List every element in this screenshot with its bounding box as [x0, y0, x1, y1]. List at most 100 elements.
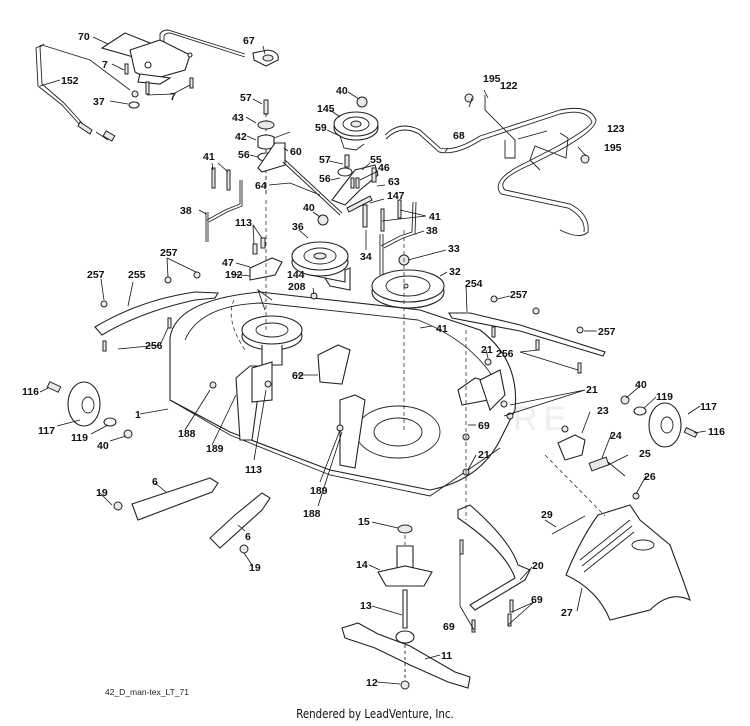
callout-40[interactable]: 40 — [336, 85, 348, 97]
callout-119[interactable]: 119 — [656, 391, 673, 403]
bracket-47[interactable] — [249, 237, 283, 281]
callout-43[interactable]: 43 — [232, 112, 244, 124]
lift-rod-152[interactable] — [35, 43, 131, 142]
callout-189[interactable]: 189 — [310, 485, 328, 497]
callout-23[interactable]: 23 — [597, 405, 609, 417]
callout-56[interactable]: 56 — [238, 149, 250, 161]
callout-42[interactable]: 42 — [235, 131, 247, 143]
hanger-6-right[interactable] — [209, 492, 271, 554]
deck-bracket-left[interactable] — [235, 361, 273, 441]
callout-34[interactable]: 34 — [360, 251, 372, 263]
callout-1[interactable]: 1 — [135, 409, 141, 421]
callout-41[interactable]: 41 — [203, 151, 215, 163]
callout-32[interactable]: 32 — [449, 266, 461, 278]
callout-256[interactable]: 256 — [145, 340, 163, 352]
belt-guide-38-left[interactable] — [205, 167, 243, 242]
callout-254[interactable]: 254 — [465, 278, 483, 290]
washer-37[interactable] — [128, 90, 140, 109]
idler-pulley-145[interactable] — [333, 96, 379, 141]
callout-11[interactable]: 11 — [441, 650, 452, 662]
mounting-bracket-70[interactable] — [100, 32, 193, 85]
callout-6[interactable]: 6 — [245, 531, 251, 543]
callout-12[interactable]: 12 — [366, 677, 378, 689]
callout-56[interactable]: 56 — [319, 173, 331, 185]
spindle-stack[interactable] — [377, 524, 433, 644]
callout-68[interactable]: 68 — [453, 130, 465, 142]
deck-bracket-right[interactable] — [457, 369, 506, 412]
callout-195[interactable]: 195 — [604, 142, 622, 154]
belt-guide-123[interactable] — [529, 132, 590, 171]
callout-40[interactable]: 40 — [635, 379, 647, 391]
discharge-chute-27[interactable] — [565, 504, 691, 621]
deck-bracket-center[interactable] — [317, 344, 351, 385]
belt-guide-38-right[interactable] — [379, 199, 417, 275]
callout-26[interactable]: 26 — [644, 471, 656, 483]
callout-188[interactable]: 188 — [303, 508, 321, 520]
idler-rod-64[interactable] — [282, 159, 343, 216]
callout-257[interactable]: 257 — [87, 269, 105, 281]
callout-46[interactable]: 46 — [378, 162, 390, 174]
callout-40[interactable]: 40 — [97, 440, 109, 452]
callout-64[interactable]: 64 — [255, 180, 267, 192]
handle-67[interactable] — [159, 29, 279, 67]
callout-69[interactable]: 69 — [478, 420, 490, 432]
callout-255[interactable]: 255 — [128, 269, 146, 281]
hanger-6-left[interactable] — [113, 477, 219, 521]
callout-19[interactable]: 19 — [249, 562, 261, 574]
bolts-7[interactable] — [124, 63, 194, 95]
callout-144[interactable]: 144 — [287, 269, 305, 281]
pin-29[interactable] — [551, 515, 586, 535]
blade-bolt-12[interactable] — [400, 645, 410, 690]
spindle-pulley-32[interactable] — [371, 254, 445, 309]
callout-123[interactable]: 123 — [607, 123, 625, 135]
deck-pulley-left[interactable] — [241, 315, 303, 366]
callout-36[interactable]: 36 — [292, 221, 304, 233]
callout-33[interactable]: 33 — [448, 243, 460, 255]
callout-7[interactable]: 7 — [170, 91, 176, 103]
idler-left-stack[interactable] — [257, 99, 291, 195]
belt-keeper-59[interactable] — [339, 135, 365, 151]
callout-57[interactable]: 57 — [240, 92, 252, 104]
callout-113[interactable]: 113 — [245, 464, 262, 476]
callout-256[interactable]: 256 — [496, 348, 514, 360]
pulley-36[interactable] — [291, 214, 351, 291]
callout-13[interactable]: 13 — [360, 600, 372, 612]
callout-41[interactable]: 41 — [429, 211, 441, 223]
callout-21[interactable]: 21 — [586, 384, 598, 396]
wheel-right-117[interactable] — [620, 395, 698, 448]
callout-116[interactable]: 116 — [708, 426, 725, 438]
callout-195[interactable]: 195 — [483, 73, 501, 85]
callout-24[interactable]: 24 — [610, 430, 622, 442]
callout-145[interactable]: 145 — [317, 103, 335, 115]
callout-7[interactable]: 7 — [102, 59, 108, 71]
blade-11[interactable] — [341, 622, 471, 689]
callout-70[interactable]: 70 — [78, 31, 90, 43]
belt-68[interactable] — [384, 107, 597, 236]
callout-63[interactable]: 63 — [388, 176, 400, 188]
callout-62[interactable]: 62 — [292, 370, 304, 382]
callout-29[interactable]: 29 — [541, 509, 553, 521]
nut-26[interactable] — [632, 492, 640, 500]
callout-67[interactable]: 67 — [243, 35, 255, 47]
callout-119[interactable]: 119 — [71, 432, 88, 444]
baffle-255[interactable] — [94, 271, 219, 352]
callout-208[interactable]: 208 — [288, 281, 306, 293]
bolt-34[interactable] — [362, 204, 368, 228]
belt-guide-122[interactable] — [464, 93, 516, 159]
callout-57[interactable]: 57 — [319, 154, 331, 166]
idler-arm-55[interactable] — [331, 154, 379, 213]
callout-113[interactable]: 113 — [235, 217, 252, 229]
callout-47[interactable]: 47 — [222, 257, 234, 269]
callout-20[interactable]: 20 — [532, 560, 544, 572]
callout-257[interactable]: 257 — [510, 289, 528, 301]
callout-69[interactable]: 69 — [531, 594, 543, 606]
deflector-bracket-20[interactable] — [457, 504, 531, 611]
callout-25[interactable]: 25 — [639, 448, 651, 460]
callout-15[interactable]: 15 — [358, 516, 370, 528]
callout-257[interactable]: 257 — [160, 247, 178, 259]
callout-59[interactable]: 59 — [315, 122, 327, 134]
callout-6[interactable]: 6 — [152, 476, 158, 488]
callout-69[interactable]: 69 — [443, 621, 455, 633]
callout-122[interactable]: 122 — [500, 80, 518, 92]
spring-24[interactable] — [588, 456, 626, 477]
